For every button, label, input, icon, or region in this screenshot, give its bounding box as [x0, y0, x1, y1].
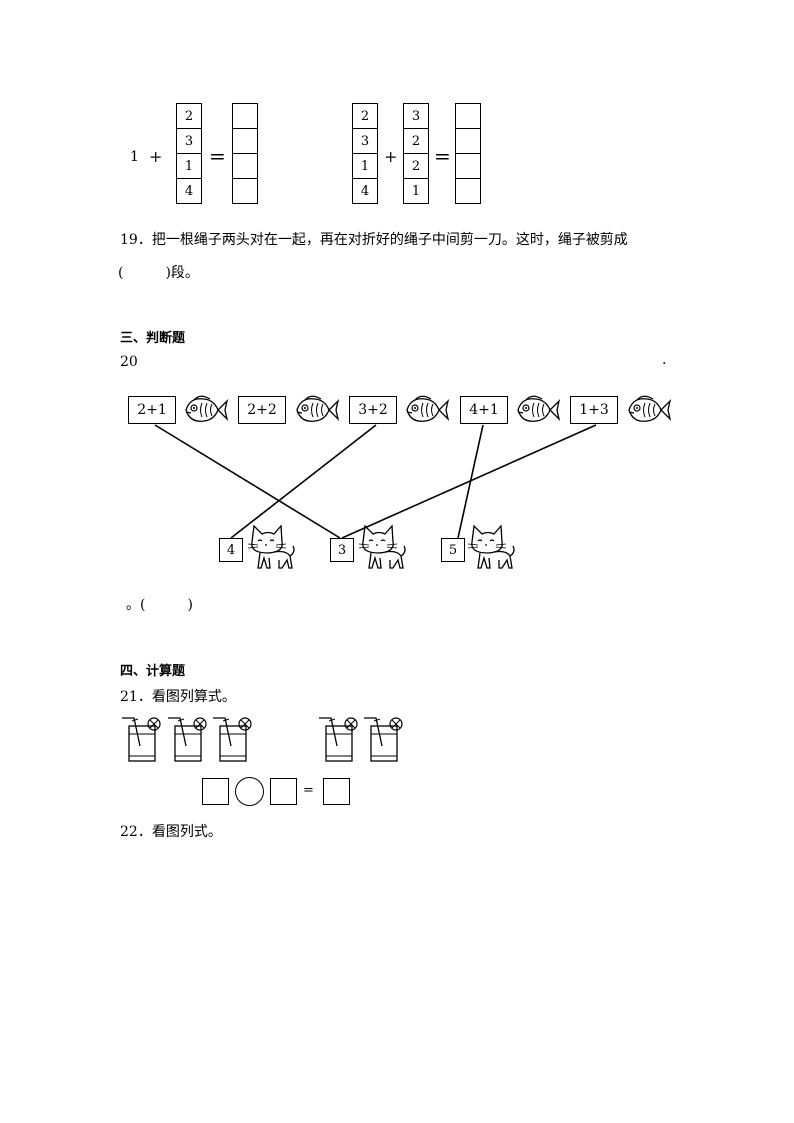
expression-box: 4+1 [460, 396, 508, 424]
fish-icon [296, 395, 340, 422]
q18-column-a: 2 3 1 4 [176, 103, 202, 204]
drink-cup-icon [168, 717, 207, 762]
column-cell: 1 [403, 178, 429, 204]
q18-answer-column-2[interactable] [455, 103, 481, 204]
q18-equals-sign-2: = [434, 144, 451, 168]
equation-box-1[interactable] [202, 778, 229, 805]
q20-number: 20 [120, 354, 138, 370]
q18-column-c: 3 2 2 1 [403, 103, 429, 204]
section-4-heading: 四、计算题 [120, 664, 186, 679]
q18-column-b: 2 3 1 4 [352, 103, 378, 204]
drink-cup-icon [319, 717, 358, 762]
expression-box: 2+2 [238, 396, 286, 424]
fish-icon [517, 395, 561, 422]
equation-equals: = [303, 783, 314, 798]
result-box: 4 [219, 538, 243, 562]
answer-cell[interactable] [455, 178, 481, 204]
q18-answer-column-1[interactable] [232, 103, 258, 204]
cat-icon [247, 524, 295, 569]
q18-left-addend: 1 [130, 149, 139, 165]
cat-icon [358, 524, 406, 569]
q21-question: 21．看图列算式。 [120, 689, 236, 705]
drink-cup-icon [364, 717, 403, 762]
q20-answer-blank[interactable]: 。( ) [126, 597, 193, 613]
result-box: 5 [441, 538, 465, 562]
match-line-3+2-to-4 [230, 424, 377, 539]
fish-icon [185, 395, 229, 422]
q18-equals-sign-1: = [209, 144, 226, 168]
match-line-1+3-to-3 [341, 424, 597, 539]
section-3-heading: 三、判断题 [120, 331, 186, 346]
operator-circle[interactable] [235, 777, 264, 806]
fish-icon [628, 395, 672, 422]
expression-box: 1+3 [570, 396, 618, 424]
expression-box: 2+1 [128, 396, 176, 424]
cat-icon [467, 524, 515, 569]
q20-period: . [662, 352, 667, 368]
column-cell: 4 [352, 178, 378, 204]
q22-question: 22．看图列式。 [120, 824, 222, 840]
expression-box: 3+2 [349, 396, 397, 424]
answer-cell[interactable] [232, 178, 258, 204]
drink-cup-icon [213, 717, 252, 762]
column-cell: 4 [176, 178, 202, 204]
result-box: 3 [330, 538, 354, 562]
q18-plus-sign-2: + [384, 147, 398, 166]
q19-question: 19．把一根绳子两头对在一起，再在对折好的绳子中间剪一刀。这时，绳子被剪成 [120, 232, 628, 248]
equation-box-2[interactable] [270, 778, 297, 805]
equation-result-box[interactable] [323, 778, 350, 805]
q18-plus-sign: + [149, 147, 163, 166]
match-line-2+1-to-3 [154, 424, 341, 539]
q19-answer-blank[interactable]: ( )段。 [118, 265, 199, 281]
fish-icon [406, 395, 450, 422]
drink-cup-icon [122, 717, 161, 762]
